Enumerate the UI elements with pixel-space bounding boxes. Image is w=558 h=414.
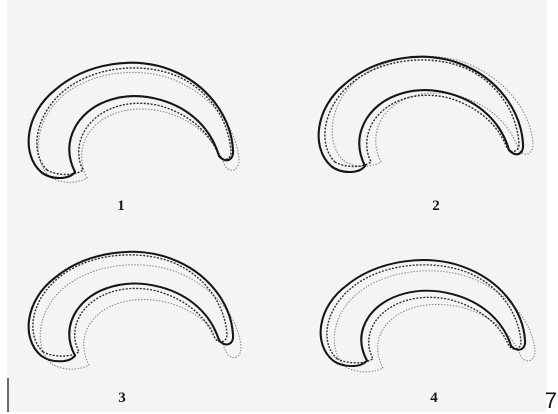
panel-label-3: 3 <box>112 390 132 407</box>
page-number: 7 <box>545 388 557 414</box>
callosum-outlines <box>7 0 547 412</box>
panel-label-4: 4 <box>424 390 444 407</box>
panel-3-outlines <box>29 252 241 369</box>
panel-label-1: 1 <box>111 198 131 215</box>
panel-label-2: 2 <box>426 198 446 215</box>
panel-4-outlines <box>321 260 535 372</box>
panel-1-outlines <box>29 63 239 183</box>
panel-2-outlines <box>319 56 533 172</box>
